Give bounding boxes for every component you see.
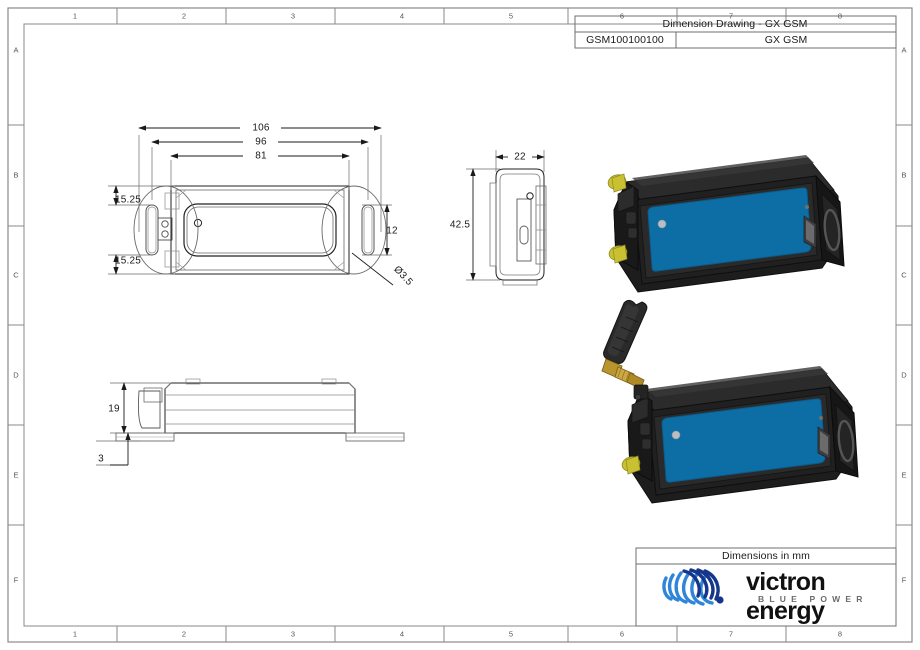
zone-row-f-left: F: [13, 575, 19, 585]
zone-col-3-bottom: 3: [290, 629, 296, 639]
zone-col-4-bottom: 4: [399, 629, 405, 639]
zone-col-6-bottom: 6: [619, 629, 625, 639]
dim-length-body: 96: [255, 136, 267, 148]
zone-row-c-right: C: [901, 270, 907, 280]
side-view-dimension-lines: [470, 154, 545, 281]
zone-row-d-left: D: [13, 370, 19, 380]
zone-row-c-left: C: [13, 270, 19, 280]
zone-col-1-bottom: 1: [72, 629, 78, 639]
top-view-dimension-lines: [113, 125, 394, 286]
zone-col-6-top: 6: [619, 11, 625, 21]
dim-edge-bottom: 15.25: [114, 255, 142, 267]
dim-length-overall: 106: [252, 122, 270, 134]
dim-slot-height: 12: [386, 225, 398, 237]
side-view-geometry: [489, 168, 547, 286]
zone-row-a-right: A: [901, 45, 907, 55]
victron-logo: victron energy BLUE POWER: [660, 566, 890, 625]
dim-length-inner: 81: [255, 150, 267, 162]
dim-edge-top: 15.25: [114, 194, 142, 206]
zone-col-1-top: 1: [72, 11, 78, 21]
antenna-icon: [601, 299, 648, 390]
part-number: GSM100100100: [586, 34, 664, 46]
dim-front-body-height: 19: [108, 403, 120, 415]
front-view-dimension-lines: [110, 382, 131, 466]
zone-col-2-bottom: 2: [181, 629, 187, 639]
zone-col-8-top: 8: [837, 11, 843, 21]
zone-row-a-left: A: [13, 45, 19, 55]
zone-col-7-bottom: 7: [728, 629, 734, 639]
zone-col-3-top: 3: [290, 11, 296, 21]
zone-row-e-right: E: [901, 470, 907, 480]
zone-col-8-bottom: 8: [837, 629, 843, 639]
units-note: Dimensions in mm: [722, 550, 810, 562]
brand-name: victron energy: [746, 568, 826, 625]
top-view-extension-lines: [108, 135, 392, 275]
zone-row-f-right: F: [901, 575, 907, 585]
zone-row-e-left: E: [13, 470, 19, 480]
zone-col-4-top: 4: [399, 11, 405, 21]
drawing-title: Dimension Drawing - GX GSM: [662, 18, 808, 30]
brand-tagline: BLUE POWER: [758, 594, 868, 604]
top-view-geometry: [133, 185, 387, 275]
victron-mark-icon: [662, 568, 724, 606]
dim-front-foot-height: 3: [98, 453, 104, 465]
dim-side-depth: 22: [514, 151, 526, 163]
zone-col-2-top: 2: [181, 11, 187, 21]
product-name: GX GSM: [764, 34, 808, 46]
zone-row-b-left: B: [13, 170, 19, 180]
dim-side-height: 42.5: [449, 219, 471, 231]
zone-col-5-bottom: 5: [508, 629, 514, 639]
zone-col-5-top: 5: [508, 11, 514, 21]
zone-row-b-right: B: [901, 170, 907, 180]
zone-col-7-top: 7: [728, 11, 734, 21]
zone-row-d-right: D: [901, 370, 907, 380]
